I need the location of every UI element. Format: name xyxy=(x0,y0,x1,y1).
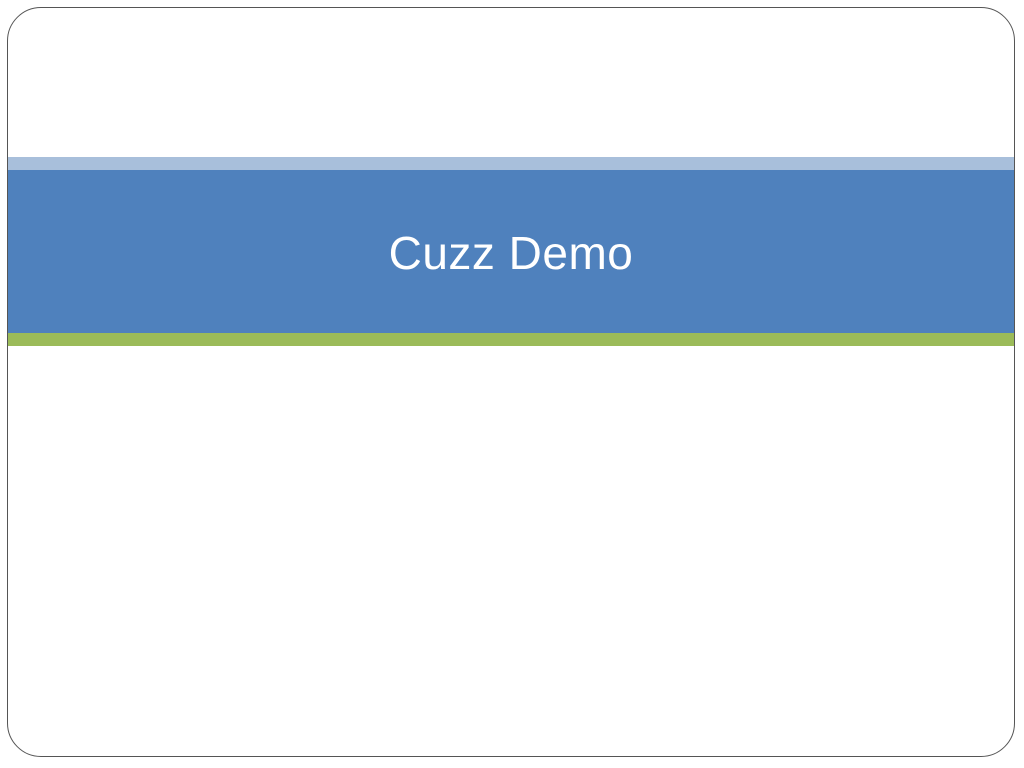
title-band: Cuzz Demo xyxy=(8,170,1014,333)
top-accent-stripe xyxy=(8,157,1014,170)
content-area[interactable] xyxy=(8,346,1014,756)
bottom-accent-stripe xyxy=(8,333,1014,346)
slide-title[interactable]: Cuzz Demo xyxy=(388,226,634,279)
slide-canvas: Cuzz Demo xyxy=(7,7,1015,757)
